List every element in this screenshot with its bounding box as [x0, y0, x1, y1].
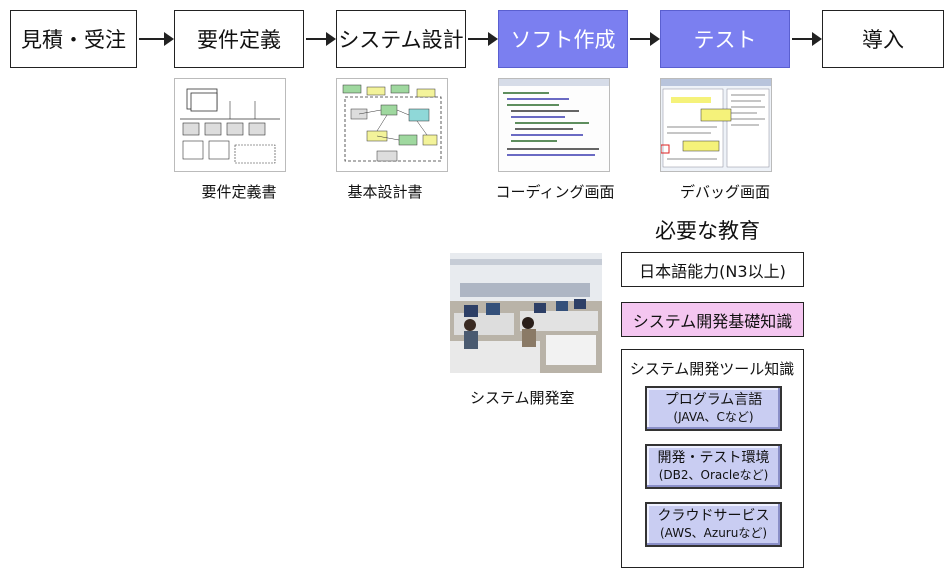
tool-subtitle: (AWS、Azuruなど) [659, 526, 768, 540]
dev-test-environment-item: 開発・テスト環境 (DB2、Oracleなど) [645, 444, 782, 489]
flow-arrow [792, 32, 822, 46]
step-deploy: 導入 [822, 10, 944, 68]
basic-knowledge-box: システム開発基礎知識 [621, 302, 804, 337]
tools-knowledge-panel: システム開発ツール知識 プログラム言語 (JAVA、Cなど) 開発・テスト環境 … [621, 349, 804, 568]
programming-language-item: プログラム言語 (JAVA、Cなど) [645, 386, 782, 431]
tool-title: クラウドサービス [657, 508, 770, 524]
education-title: 必要な教育 [655, 219, 760, 243]
debug-screen-image [660, 78, 772, 172]
tool-title: 開発・テスト環境 [657, 450, 770, 466]
step-requirements: 要件定義 [174, 10, 304, 68]
debug-screen-caption: デバッグ画面 [679, 183, 770, 201]
step-estimate: 見積・受注 [10, 10, 137, 68]
basic-design-doc-image [336, 78, 448, 172]
tool-title: プログラム言語 [664, 392, 763, 408]
basic-design-caption: 基本設計書 [347, 183, 423, 201]
coding-screen-caption: コーディング画面 [495, 183, 615, 201]
step-software: ソフト作成 [498, 10, 628, 68]
step-test: テスト [660, 10, 790, 68]
flow-arrow [468, 32, 498, 46]
flow-arrow [139, 32, 174, 46]
coding-screen-image [498, 78, 610, 172]
tool-subtitle: (DB2、Oracleなど) [658, 468, 769, 482]
requirements-doc-caption: 要件定義書 [201, 183, 277, 201]
japanese-ability-box: 日本語能力(N3以上) [621, 252, 804, 287]
dev-room-caption: システム開発室 [470, 389, 575, 407]
dev-room-photo [450, 253, 602, 373]
tools-knowledge-title: システム開発ツール知識 [629, 360, 795, 378]
requirements-doc-image [174, 78, 286, 172]
flow-arrow [306, 32, 336, 46]
step-system-design: システム設計 [336, 10, 466, 68]
cloud-service-item: クラウドサービス (AWS、Azuruなど) [645, 502, 782, 547]
tool-subtitle: (JAVA、Cなど) [673, 410, 754, 424]
flow-arrow [630, 32, 660, 46]
